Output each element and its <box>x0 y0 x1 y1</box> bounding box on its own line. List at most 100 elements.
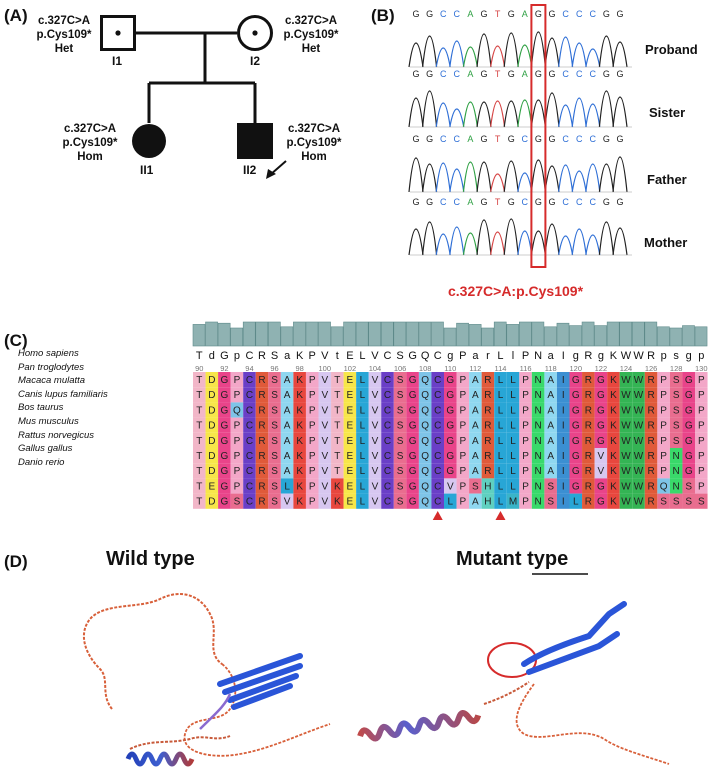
alignment-residue: W <box>634 405 644 416</box>
alignment-cell <box>506 372 520 388</box>
alignment-cell <box>418 493 432 509</box>
alignment-cell <box>469 448 482 464</box>
alignment-residue: S <box>271 481 278 492</box>
conservation-bar <box>493 321 507 347</box>
alignment-residue: K <box>610 421 617 432</box>
alignment-residue: E <box>347 375 354 386</box>
position-tick: 98 <box>296 364 304 373</box>
alignment-residue: L <box>360 481 366 492</box>
conservation-bar <box>594 325 607 347</box>
alignment-residue: G <box>409 405 417 416</box>
alignment-residue: C <box>434 466 441 477</box>
alignment-residue: W <box>621 481 631 492</box>
sanger-base: C <box>576 197 583 207</box>
alignment-residue: T <box>334 421 340 432</box>
alignment-residue: N <box>535 436 542 447</box>
alignment-residue: V <box>321 436 328 447</box>
conservation-bar <box>644 321 658 347</box>
sanger-base: G <box>616 9 623 19</box>
alignment-residue: C <box>384 436 391 447</box>
alignment-cell <box>469 493 482 509</box>
alignment-residue: L <box>447 497 453 508</box>
alignment-cell <box>644 417 658 433</box>
conservation-bar <box>318 321 331 347</box>
alignment-cell <box>406 448 419 464</box>
alignment-residue: P <box>459 481 466 492</box>
alignment-cell <box>381 463 394 479</box>
alignment-residue: C <box>384 390 391 401</box>
alignment-residue: C <box>434 405 441 416</box>
alignment-cell <box>193 463 206 479</box>
alignment-cell <box>356 463 369 479</box>
sanger-peak <box>503 100 519 128</box>
alignment-residue: C <box>384 466 391 477</box>
alignment-residue: A <box>472 390 479 401</box>
position-tick: 122 <box>595 364 608 373</box>
alignment-residue: T <box>334 405 340 416</box>
panel-label-a: (A) <box>4 6 28 25</box>
alignment-residue: D <box>208 466 215 477</box>
alignment-residue: W <box>621 497 631 508</box>
alignment-cell <box>444 448 457 464</box>
alignment-residue: S <box>673 390 680 401</box>
conservation-bars <box>192 321 708 347</box>
alignment-residue: K <box>610 375 617 386</box>
alignment-cell <box>469 402 482 418</box>
alignment-cell <box>569 387 583 403</box>
alignment-cell <box>695 387 708 403</box>
alignment-residue: S <box>660 497 667 508</box>
alignment-residue: P <box>459 405 466 416</box>
conservation-bar <box>443 327 457 347</box>
conservation-bar <box>305 321 319 347</box>
alignment-residue: C <box>434 375 441 386</box>
alignment-residue: P <box>309 421 316 432</box>
alignment-residue: K <box>610 451 617 462</box>
alignment-cell <box>519 463 532 479</box>
alignment-residue: W <box>621 375 631 386</box>
alignment-cell <box>644 387 658 403</box>
conservation-bar <box>355 321 369 347</box>
alignment-residue: N <box>535 375 542 386</box>
sanger-peak <box>449 226 465 256</box>
alignment-cell <box>481 402 495 418</box>
alignment-residue: W <box>634 466 644 477</box>
alignment-cell <box>657 463 670 479</box>
position-tick: 130 <box>695 364 708 373</box>
conservation-bar <box>393 321 407 347</box>
conservation-bar <box>343 321 356 347</box>
alignment-cell <box>318 432 332 448</box>
sanger-base: C <box>440 134 447 144</box>
alignment-residue: A <box>472 421 479 432</box>
alignment-residue: C <box>384 481 391 492</box>
alignment-cell <box>243 493 256 509</box>
alignment-residue: I <box>562 451 565 462</box>
alignment-residue: G <box>446 421 454 432</box>
alignment-residue: E <box>208 481 215 492</box>
alignment-residue: R <box>647 497 654 508</box>
alignment-residue: K <box>296 421 303 432</box>
alignment-residue: H <box>484 481 491 492</box>
alignment-cell <box>331 402 344 418</box>
alignment-residue: P <box>698 390 705 401</box>
sanger-base: G <box>508 134 515 144</box>
alignment-residue: C <box>246 436 253 447</box>
alignment-residue: T <box>334 375 340 386</box>
consensus-residue: P <box>309 350 316 362</box>
alignment-residue: L <box>510 436 516 447</box>
sanger-peak <box>449 108 465 128</box>
alignment-residue: C <box>434 421 441 432</box>
sanger-base: G <box>412 69 419 79</box>
consensus-residue: a <box>548 350 555 362</box>
alignment-cell <box>243 417 256 433</box>
sanger-peak <box>503 218 519 256</box>
alignment-cell <box>305 417 319 433</box>
consensus-residue: P <box>459 350 466 362</box>
alignment-cell <box>619 402 633 418</box>
alignment-residue: N <box>535 497 542 508</box>
conservation-bar <box>268 321 281 347</box>
alignment-cell <box>644 493 658 509</box>
alignment-cell <box>494 478 507 494</box>
alignment-cell <box>544 417 557 433</box>
alignment-cell <box>481 387 495 403</box>
